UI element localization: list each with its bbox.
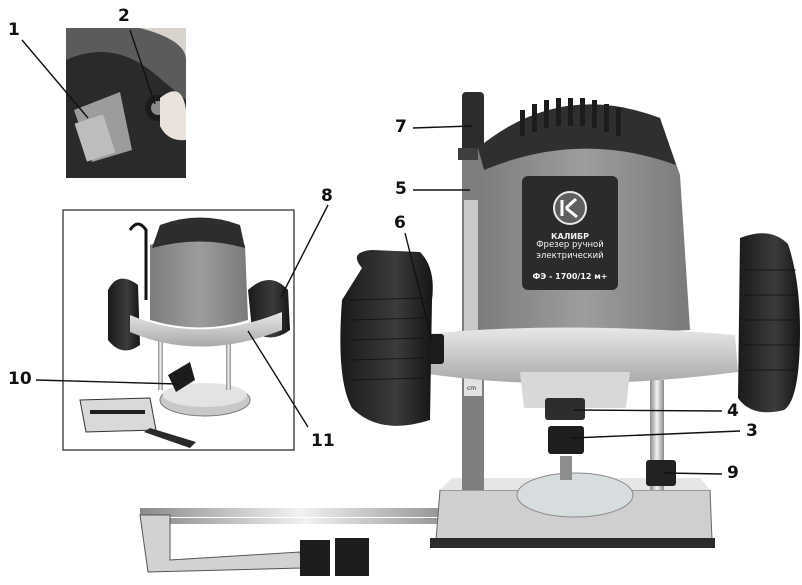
leader-10 bbox=[35, 379, 179, 385]
callout-5: 5 bbox=[395, 179, 407, 199]
callout-4: 4 bbox=[727, 401, 739, 421]
label-model: ФЭ - 1700/12 м+ bbox=[532, 272, 608, 281]
inset-photo-router bbox=[62, 209, 295, 451]
callout-3: 3 bbox=[746, 421, 758, 441]
callout-9: 9 bbox=[727, 463, 739, 483]
label-description: Фрезер ручной электрический bbox=[536, 240, 604, 261]
leader-11 bbox=[247, 330, 309, 428]
leader-1 bbox=[21, 39, 89, 119]
leader-8 bbox=[280, 204, 329, 298]
leader-2 bbox=[129, 29, 156, 105]
callout-11: 11 bbox=[311, 431, 335, 451]
leader-9 bbox=[663, 472, 723, 475]
leader-4 bbox=[573, 409, 723, 412]
callout-7: 7 bbox=[395, 117, 407, 137]
inset-photo-switch bbox=[66, 28, 186, 178]
callout-10: 10 bbox=[8, 369, 32, 389]
label-brand: КАЛИБР bbox=[550, 232, 590, 241]
callout-2: 2 bbox=[118, 6, 130, 26]
leader-lines bbox=[21, 29, 741, 475]
callout-6: 6 bbox=[394, 213, 406, 233]
leader-7 bbox=[412, 125, 473, 129]
callout-8: 8 bbox=[321, 186, 333, 206]
leader-3 bbox=[571, 430, 741, 439]
leader-6 bbox=[404, 232, 433, 341]
main-router bbox=[139, 92, 800, 576]
scale-unit: cm bbox=[467, 385, 477, 392]
callout-1: 1 bbox=[8, 20, 20, 40]
